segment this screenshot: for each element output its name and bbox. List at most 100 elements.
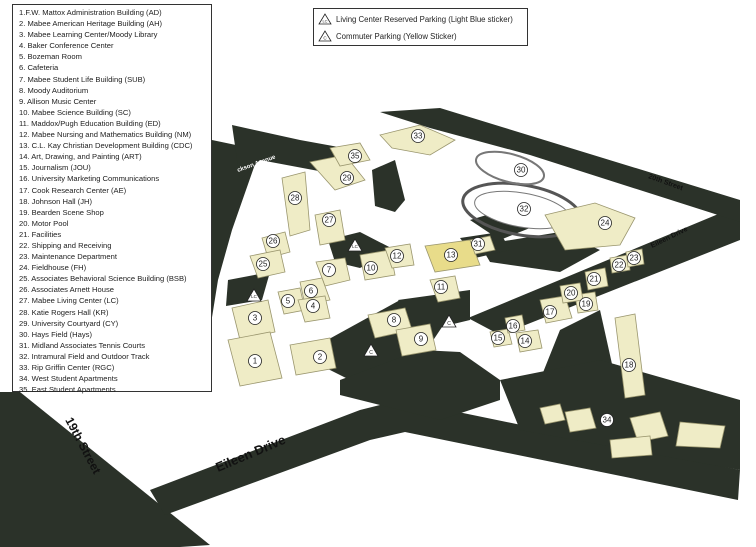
parking-c-marker-2: C: [363, 343, 379, 357]
building-18: [614, 313, 646, 399]
legend-item: 24. Fieldhouse (FH): [19, 263, 87, 273]
svg-text:4: 4: [311, 302, 316, 311]
svg-text:11: 11: [437, 283, 446, 292]
marker-35: 35: [348, 149, 362, 163]
legend-item: 6. Cafeteria: [19, 63, 59, 73]
svg-text:12: 12: [393, 252, 402, 261]
building-34e: [609, 435, 653, 459]
svg-text:1: 1: [253, 357, 258, 366]
marker-2: 2: [313, 350, 327, 364]
svg-text:18: 18: [625, 361, 634, 370]
svg-text:7: 7: [327, 266, 332, 275]
marker-10: 10: [364, 261, 378, 275]
svg-text:20: 20: [567, 289, 576, 298]
19th-street-road: [0, 392, 210, 547]
building-24: [544, 202, 636, 251]
svg-text:17: 17: [546, 308, 555, 317]
roads: [0, 108, 740, 547]
building-34b: [564, 407, 597, 433]
legend-item: 7. Mabee Student Life Building (SUB): [19, 74, 146, 84]
reserved-parking-icon: LC: [318, 13, 332, 25]
svg-text:34: 34: [603, 416, 612, 425]
legend-item: 30. Hays Field (Hays): [19, 329, 93, 339]
reserved-parking-label: Living Center Reserved Parking (Light Bl…: [336, 14, 513, 24]
svg-text:9: 9: [419, 335, 424, 344]
legend-item: 12. Mabee Nursing and Mathematics Buildi…: [19, 130, 192, 140]
legend-item: 1.F.W. Mattox Administration Building (A…: [19, 8, 162, 17]
marker-4: 4: [306, 299, 320, 313]
parking-c-marker-1: C: [441, 314, 457, 328]
svg-text:15: 15: [494, 334, 503, 343]
marker-16: 16: [506, 319, 520, 333]
legend-item: 28. Katie Rogers Hall (KR): [19, 307, 109, 317]
parking-lot-far-south: [340, 350, 500, 420]
marker-27: 27: [322, 213, 336, 227]
building-markers: 1 2 3 4 5 6 7 8 9 10 11 12 13 14 15 16 1…: [248, 129, 641, 427]
legend-item: 23. Maintenance Department: [19, 252, 117, 262]
legend-item: 9. Allison Music Center: [19, 96, 97, 106]
legend-item: 15. Journalism (JOU): [19, 163, 91, 173]
parking-c2-symbol: C: [369, 350, 373, 356]
building-34d: [675, 421, 726, 449]
legend-item: 11. Maddox/Pugh Education Building (ED): [19, 118, 161, 128]
building-legend: 1.F.W. Mattox Administration Building (A…: [12, 4, 212, 395]
svg-text:LC: LC: [322, 19, 327, 24]
parking-lc-symbol: LC: [352, 244, 359, 249]
marker-30: 30: [514, 163, 528, 177]
svg-text:32: 32: [520, 205, 529, 214]
legend-item: 8. Moody Auditorium: [19, 85, 89, 95]
marker-20: 20: [564, 286, 578, 300]
20th-street-road: [380, 108, 740, 222]
parking-c1-symbol: C: [447, 321, 451, 327]
hays-field: [474, 150, 546, 186]
marker-17: 17: [543, 305, 557, 319]
marker-29: 29: [340, 171, 354, 185]
parking-legend: LC Living Center Reserved Parking (Light…: [313, 8, 528, 46]
marker-14: 14: [518, 334, 532, 348]
svg-text:23: 23: [630, 254, 639, 263]
legend-item: 35. East Student Apartments: [19, 385, 116, 395]
marker-9: 9: [414, 332, 428, 346]
legend-item: 13. C.L. Kay Christian Development Build…: [19, 141, 193, 151]
legend-item: 20. Motor Pool: [19, 218, 69, 228]
marker-1: 1: [248, 354, 262, 368]
parking-lot-north: [372, 160, 405, 212]
svg-text:30: 30: [517, 166, 526, 175]
legend-list: 1.F.W. Mattox Administration Building (A…: [19, 7, 211, 395]
marker-7: 7: [322, 263, 336, 277]
marker-32: 32: [517, 202, 531, 216]
parking-legend-commuter: C Commuter Parking (Yellow Sticker): [318, 30, 457, 42]
marker-25: 25: [256, 257, 270, 271]
svg-text:28: 28: [291, 194, 300, 203]
svg-text:8: 8: [392, 316, 397, 325]
legend-item: 17. Cook Research Center (AE): [19, 185, 127, 195]
parking-lc2-symbol: LC: [251, 294, 258, 299]
marker-3: 3: [248, 311, 262, 325]
commuter-parking-label: Commuter Parking (Yellow Sticker): [336, 31, 457, 41]
legend-item: 18. Johnson Hall (JH): [19, 196, 93, 206]
parking-lc-marker-2: LC: [246, 288, 262, 302]
svg-text:14: 14: [521, 337, 530, 346]
svg-text:29: 29: [343, 174, 352, 183]
marker-11: 11: [434, 280, 448, 294]
svg-text:24: 24: [601, 219, 610, 228]
legend-item: 33. Rip Griffin Center (RGC): [19, 363, 115, 372]
svg-text:26: 26: [269, 237, 278, 246]
marker-28: 28: [288, 191, 302, 205]
legend-item: 3. Mabee Learning Center/Moody Library: [19, 30, 158, 40]
legend-item: 5. Bozeman Room: [19, 52, 82, 62]
parking-legend-reserved: LC Living Center Reserved Parking (Light…: [318, 13, 513, 25]
svg-text:35: 35: [351, 152, 360, 161]
svg-text:C: C: [323, 36, 327, 41]
legend-item: 14. Art, Drawing, and Painting (ART): [19, 152, 142, 162]
legend-item: 29. University Courtyard (CY): [19, 318, 119, 328]
marker-6: 6: [304, 284, 318, 298]
legend-item: 31. Midland Associates Tennis Courts: [19, 340, 146, 350]
svg-text:3: 3: [253, 314, 258, 323]
marker-26: 26: [266, 234, 280, 248]
svg-text:31: 31: [474, 240, 483, 249]
legend-item: 34. West Student Apartments: [19, 374, 118, 384]
commuter-parking-icon: C: [318, 30, 332, 42]
parking-markers: LC LC C C: [246, 238, 457, 357]
marker-13: 13: [444, 248, 458, 262]
